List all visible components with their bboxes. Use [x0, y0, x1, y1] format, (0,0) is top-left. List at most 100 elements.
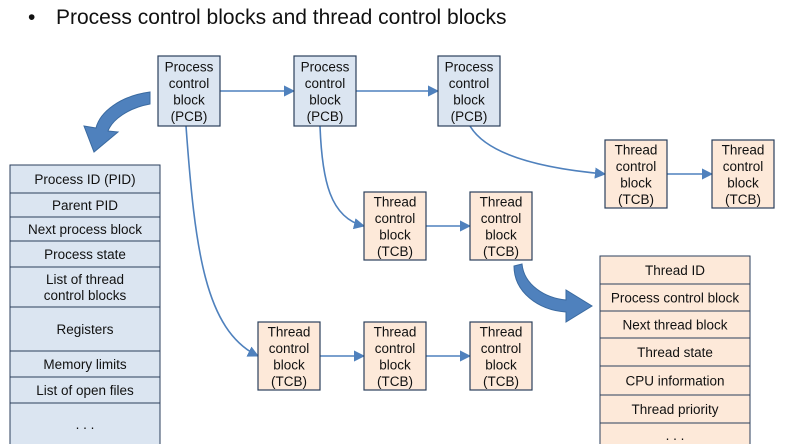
arrow-pcb3-tcbb1: [469, 125, 607, 179]
tcb-b2-label-line: Thread: [722, 142, 765, 157]
slide-title: • Process control blocks and thread contr…: [28, 6, 507, 30]
tcb-c3-label-line: block: [485, 357, 517, 372]
pcb-field-table-row-label: Next process block: [28, 222, 142, 237]
tcb-c3-label-line: Thread: [480, 324, 523, 339]
tcb-c2-label-line: Thread: [374, 324, 417, 339]
tcb-c2-box: [363, 321, 427, 391]
nodes: Processcontrolblock(PCB)Processcontrolbl…: [157, 55, 775, 391]
pcb-field-table-row-label: Memory limits: [43, 357, 126, 372]
pcb-field-table-row: [9, 350, 161, 378]
pcb-1-box: [157, 55, 221, 127]
tcb-field-table-row: [599, 422, 751, 444]
tcb-a1-label-line: (TCB): [377, 244, 413, 259]
pcb-2-box: [293, 55, 357, 127]
pcb-field-table-row-label: Process ID (PID): [34, 172, 135, 187]
pcb-3-label-line: block: [453, 92, 485, 107]
bullet-icon: •: [28, 6, 36, 29]
tcb-c2-label-line: control: [375, 341, 416, 356]
tcb-c3-label-line: (TCB): [483, 374, 519, 389]
tcb-field-table-row: [599, 255, 751, 285]
tcb-a2-box: [469, 191, 533, 261]
tcb-c3-box: [469, 321, 533, 391]
tcb-c1-label-line: Thread: [268, 324, 311, 339]
tcb-field-table-row-label: CPU information: [625, 374, 724, 389]
tcb-c1-box: [257, 321, 321, 391]
pcb-3-label-line: control: [449, 76, 490, 91]
big-arrows: [83, 91, 593, 323]
tcb-b1-label-line: control: [616, 159, 657, 174]
tcb-b2-box: [711, 139, 775, 209]
pcb-field-table-row-label: control blocks: [44, 288, 127, 303]
pcb-3-label-line: (PCB): [451, 109, 488, 124]
pcb-1-label-line: (PCB): [171, 109, 208, 124]
tcb-c1-label-line: block: [273, 357, 305, 372]
pcb-3-box: [437, 55, 501, 127]
slide-title-text: Process control blocks and thread contro…: [56, 6, 507, 29]
pcb-field-table-row-label: List of open files: [36, 383, 134, 398]
pcb-field-table-row: [9, 402, 161, 444]
tcb-c2-label-line: (TCB): [377, 374, 413, 389]
pcb-field-table-row: [9, 266, 161, 308]
tcb-c3-label-line: control: [481, 341, 522, 356]
pcb-field-table-row: [9, 164, 161, 194]
tcb-a1-label-line: block: [379, 227, 411, 242]
tcb-field-table-row-label: Thread state: [637, 345, 713, 360]
pcb-field-table-row-label: List of thread: [46, 272, 124, 287]
arrow-pcb1-tcbc1: [185, 125, 260, 357]
tcb-field-table-row: [599, 365, 751, 396]
tcb-field-table-row-label: Next thread block: [622, 318, 727, 333]
tcb-b2-label-line: control: [723, 159, 764, 174]
tcb-c1-label-line: (TCB): [271, 374, 307, 389]
tcb-a2-label-line: control: [481, 211, 522, 226]
tcb-b2-label-line: block: [727, 175, 759, 190]
pcb-field-table-row-label: Process state: [44, 247, 126, 262]
connectors: [185, 85, 714, 362]
tcb-b1-label-line: Thread: [615, 142, 658, 157]
pcb-field-table-row-label: Registers: [56, 322, 113, 337]
tcb-detail-arrow-icon: [513, 263, 593, 323]
tcb-field-table-row-label: Process control block: [611, 291, 740, 306]
pcb-field-table-row: [9, 306, 161, 352]
tcb-field-table-row: [599, 283, 751, 312]
pcb-2-label-line: Process: [301, 59, 350, 74]
pcb-field-table-row-label: Parent PID: [52, 198, 118, 213]
tcb-field-table-row-label: Thread priority: [631, 402, 718, 417]
tcb-b1-box: [604, 139, 668, 209]
tcb-field-table-row-label: Thread ID: [645, 263, 705, 278]
tcb-a1-box: [363, 191, 427, 261]
tcb-a2-label-line: Thread: [480, 194, 523, 209]
tcb-a2-label-line: (TCB): [483, 244, 519, 259]
pcb-field-table-row: [9, 216, 161, 242]
pcb-field-table-row: [9, 192, 161, 218]
pcb-field-table-row-label: . . .: [76, 417, 95, 432]
pcb-2-label-line: control: [305, 76, 346, 91]
tcb-c2-label-line: block: [379, 357, 411, 372]
pcb-3-label-line: Process: [445, 59, 494, 74]
pcb-2-label-line: block: [309, 92, 341, 107]
arrow-pcb2-tcba1: [319, 125, 366, 230]
tcb-b1-label-line: (TCB): [618, 192, 654, 207]
tcb-b1-label-line: block: [620, 175, 652, 190]
tcb-field-table-row: [599, 337, 751, 367]
pcb-1-label-line: control: [169, 76, 210, 91]
pcb-2-label-line: (PCB): [307, 109, 344, 124]
pcb-field-table: Process ID (PID) Parent PID Next process b…: [9, 164, 161, 444]
tcb-field-table-row-label: . . .: [666, 428, 685, 443]
tcb-a1-label-line: Thread: [374, 194, 417, 209]
tcb-a1-label-line: control: [375, 211, 416, 226]
tcb-a2-label-line: block: [485, 227, 517, 242]
pcb-1-label-line: block: [173, 92, 205, 107]
pcb-detail-arrow-icon: [83, 91, 151, 153]
